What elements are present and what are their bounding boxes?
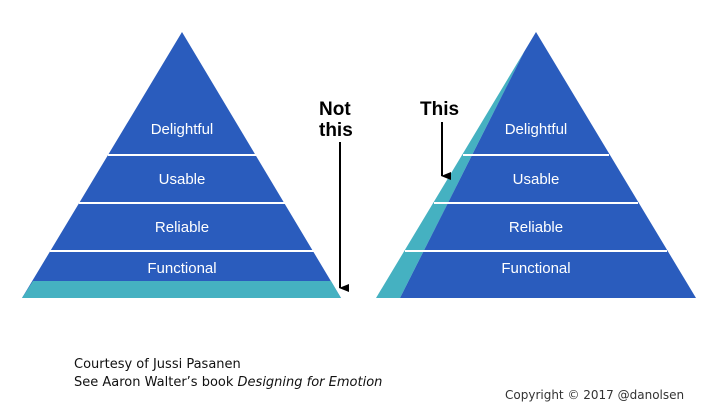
right-pyramid-body <box>400 32 696 298</box>
right-pyramid: Delightful Usable Reliable Functional <box>376 32 696 298</box>
left-level-reliable: Reliable <box>155 219 209 236</box>
not-this-label-line2: this <box>319 120 353 141</box>
credits-courtesy: Courtesy of Jussi Pasanen <box>74 357 241 372</box>
right-pyramid-teal-base <box>376 32 536 298</box>
this-label: This <box>420 99 459 120</box>
left-pyramid-body <box>22 32 341 298</box>
right-level-delightful: Delightful <box>505 121 568 138</box>
credits: Courtesy of Jussi Pasanen See Aaron Walt… <box>74 356 382 392</box>
credits-book-prefix: See Aaron Walter’s book <box>74 375 238 390</box>
right-level-usable: Usable <box>513 171 560 188</box>
not-this-label-line1: Not <box>319 99 351 120</box>
left-level-usable: Usable <box>159 171 206 188</box>
credits-book-line: See Aaron Walter’s book Designing for Em… <box>74 374 382 392</box>
left-level-delightful: Delightful <box>151 121 214 138</box>
credits-book-title: Designing for Emotion <box>237 375 383 390</box>
left-pyramid: Delightful Usable Reliable Functional <box>22 32 341 298</box>
left-pyramid-teal-base <box>22 281 341 298</box>
right-level-functional: Functional <box>501 260 570 277</box>
right-level-reliable: Reliable <box>509 219 563 236</box>
copyright-notice: Copyright © 2017 @danolsen <box>505 388 685 402</box>
left-level-functional: Functional <box>147 260 216 277</box>
